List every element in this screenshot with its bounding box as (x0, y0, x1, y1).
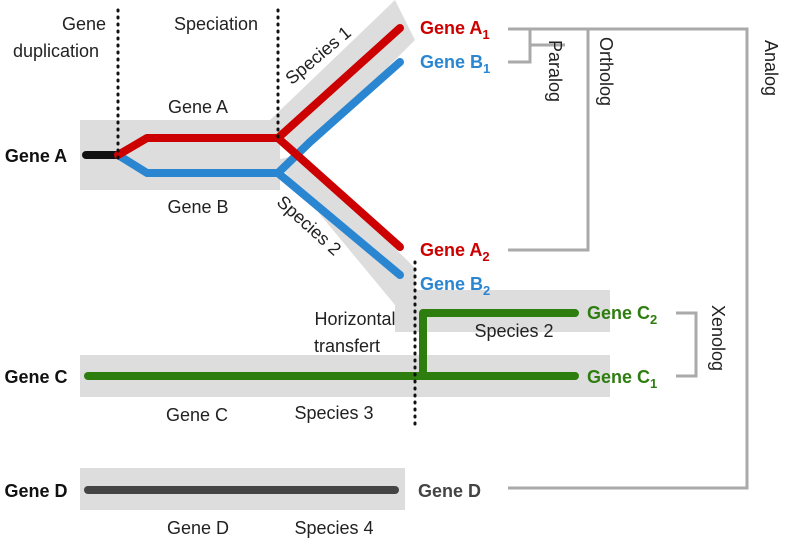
horizontal-label-line2: transfert (314, 336, 380, 356)
branch-label-gene-d: Gene D (167, 518, 229, 538)
left-label-gene-a: Gene A (5, 146, 67, 166)
gene-c-transfer-lineage (419, 309, 579, 380)
xenolog-label: Xenolog (708, 305, 728, 371)
tip-gene-b2: Gene B2 (420, 274, 490, 298)
species-3-label: Species 3 (294, 403, 373, 423)
event-markers (116, 8, 417, 430)
xenolog-bracket (676, 311, 698, 378)
left-label-gene-d: Gene D (4, 481, 67, 501)
gene-a-lineage-species-2 (274, 134, 404, 251)
horizontal-label-line1: Horizontal (314, 309, 395, 329)
tip-gene-c1: Gene C1 (587, 367, 657, 391)
species-4-label: Species 4 (294, 518, 373, 538)
speciation-label: Speciation (174, 14, 258, 34)
ortholog-label: Ortholog (596, 37, 616, 106)
gene-a-lineage-species-1 (114, 24, 404, 159)
tip-gene-a1: Gene A1 (420, 18, 490, 42)
ortholog-bracket (508, 27, 590, 252)
analog-bracket (508, 27, 749, 490)
tip-gene-a2: Gene A2 (420, 240, 490, 264)
branch-label-gene-b: Gene B (167, 197, 228, 217)
tip-gene-c2: Gene C2 (587, 303, 657, 327)
branch-label-gene-c: Gene C (166, 405, 228, 425)
left-label-gene-c: Gene C (4, 367, 67, 387)
tip-gene-b1: Gene B1 (420, 52, 490, 76)
analog-label: Analog (761, 40, 781, 96)
gene-b-lineage-species-2 (274, 169, 404, 279)
paralog-bracket (508, 27, 532, 64)
branch-label-gene-a: Gene A (168, 97, 228, 117)
duplication-label-line1: Gene (62, 14, 106, 34)
duplication-label-line2: duplication (13, 41, 99, 61)
gene-lineages (82, 24, 579, 494)
paralog-label: Paralog (545, 40, 565, 102)
tip-gene-d: Gene D (418, 481, 481, 501)
relation-brackets (508, 27, 749, 490)
species-2-lower-label: Species 2 (474, 321, 553, 341)
